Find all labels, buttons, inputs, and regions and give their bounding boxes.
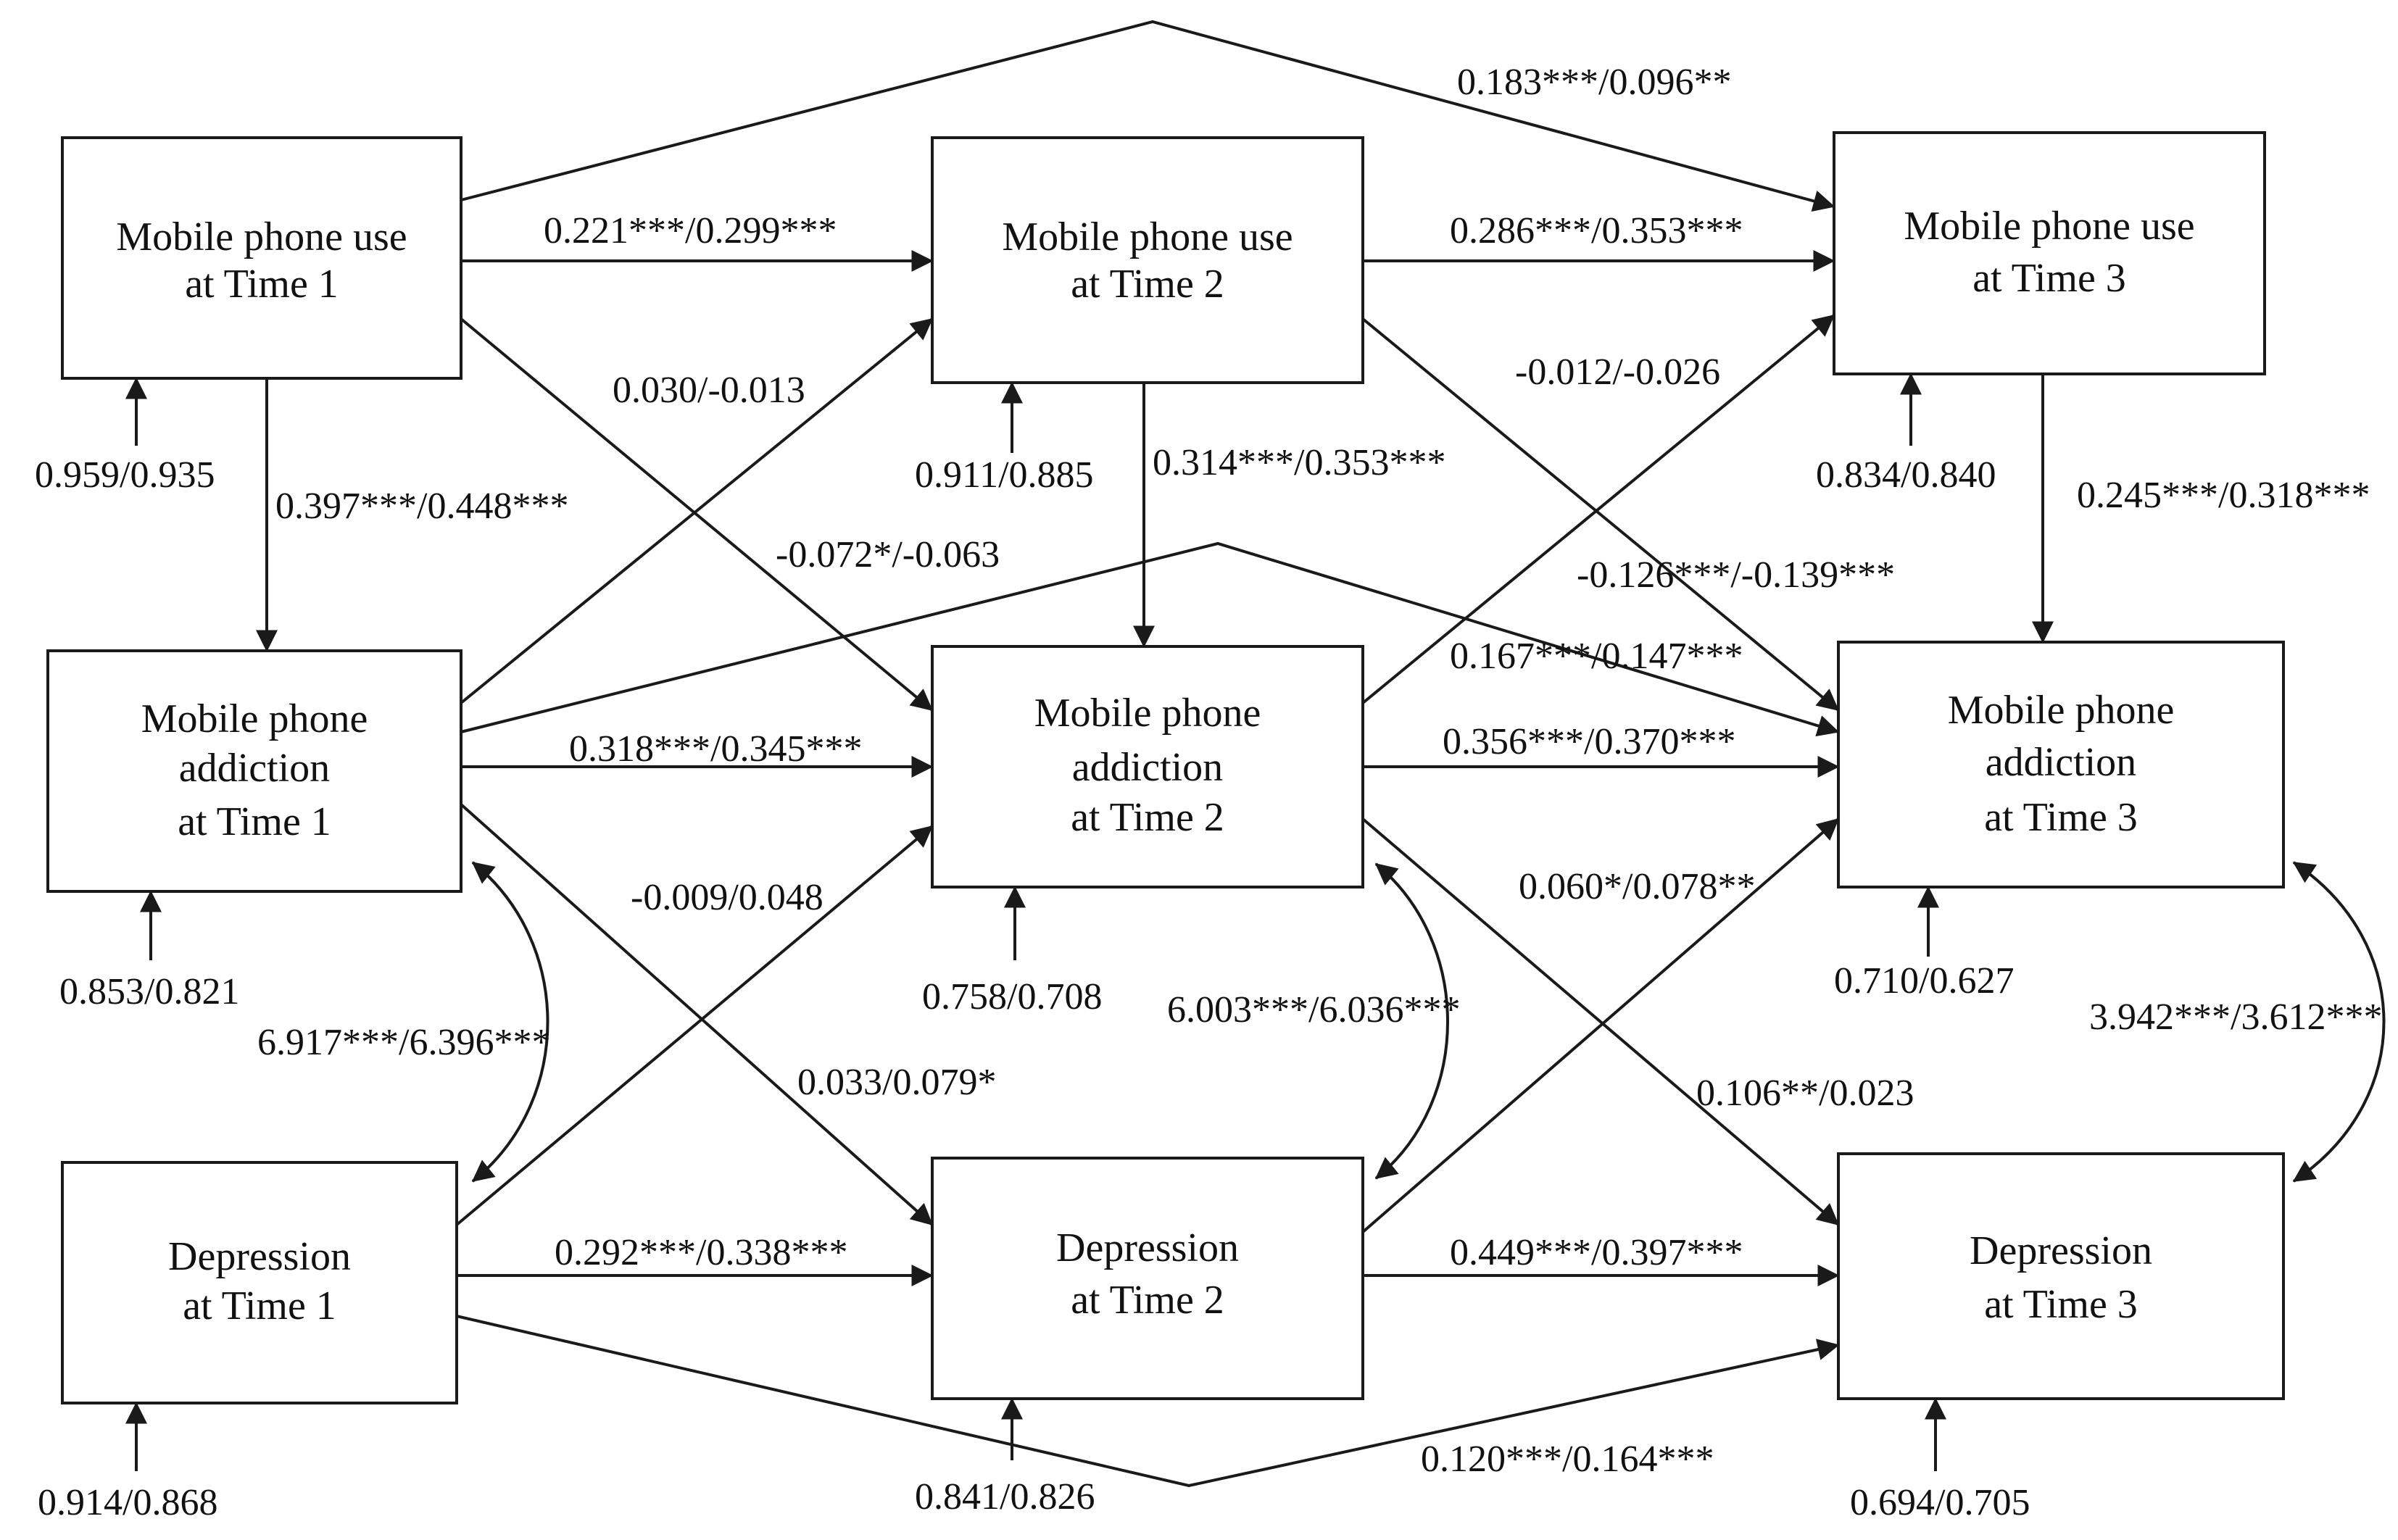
arrow-use1-add2 bbox=[460, 317, 934, 712]
residual-dep-t1: 0.914/0.868 bbox=[38, 1482, 217, 1523]
arrow-dep2-add3 bbox=[1361, 817, 1840, 1233]
label-use2-add2: 0.314***/0.353*** bbox=[1153, 442, 1445, 483]
node-use-t3: Mobile phone use at Time 3 bbox=[1833, 131, 2266, 375]
node-dep-t1-line2: at Time 1 bbox=[183, 1283, 336, 1328]
paths bbox=[125, 20, 2386, 1488]
residual-use-t2: 0.911/0.885 bbox=[915, 454, 1094, 496]
residual-labels: 0.959/0.935 0.911/0.885 0.834/0.840 0.85… bbox=[35, 454, 2030, 1523]
node-add-t1-line3: at Time 1 bbox=[178, 799, 331, 844]
label-add1-add3: 0.167***/0.147*** bbox=[1450, 636, 1743, 677]
node-dep-t3-line2: at Time 3 bbox=[1984, 1282, 2138, 1327]
node-use-t2-line2: at Time 2 bbox=[1071, 262, 1224, 307]
path-labels: 0.183***/0.096** 0.221***/0.299*** 0.286… bbox=[275, 62, 2370, 1480]
node-dep-t3-line1: Depression bbox=[1970, 1228, 2152, 1273]
covariance-t1 bbox=[471, 861, 549, 1183]
label-dep1-add2: -0.009/0.048 bbox=[631, 877, 823, 918]
node-dep-t3: Depression at Time 3 bbox=[1837, 1152, 2285, 1400]
arrow-add1-use2 bbox=[460, 317, 934, 704]
node-add-t1-line2: addiction bbox=[179, 746, 330, 791]
label-dep2-dep3: 0.449***/0.397*** bbox=[1450, 1232, 1743, 1273]
label-add2-use3: -0.126***/-0.139*** bbox=[1577, 554, 1895, 596]
arrow-add2-dep3 bbox=[1361, 817, 1840, 1226]
node-use-t3-line2: at Time 3 bbox=[1972, 256, 2126, 301]
node-add-t2: Mobile phone addiction at Time 2 bbox=[931, 645, 1364, 888]
arrow-add1-dep2 bbox=[460, 803, 934, 1226]
label-add2-add3: 0.356***/0.370*** bbox=[1443, 721, 1735, 762]
arrow-dep1-dep3 bbox=[456, 1315, 1840, 1488]
label-use2-use3: 0.286***/0.353*** bbox=[1450, 210, 1743, 251]
arrow-dep1-add2 bbox=[455, 825, 934, 1226]
arrow-add2-use3 bbox=[1361, 314, 1835, 704]
label-dep1-dep3: 0.120***/0.164*** bbox=[1421, 1439, 1714, 1480]
node-use-t2: Mobile phone use at Time 2 bbox=[931, 136, 1364, 384]
label-use1-add2: 0.030/-0.013 bbox=[613, 370, 805, 411]
residual-use-t3: 0.834/0.840 bbox=[1816, 454, 1996, 496]
node-dep-t2-line1: Depression bbox=[1056, 1225, 1239, 1270]
covariance-t3 bbox=[2292, 861, 2386, 1183]
label-use3-add3: 0.245***/0.318*** bbox=[2077, 475, 2370, 516]
residual-add-t3: 0.710/0.627 bbox=[1834, 960, 2014, 1002]
node-use-t2-line1: Mobile phone use bbox=[1002, 215, 1293, 259]
node-add-t2-line3: at Time 2 bbox=[1071, 795, 1224, 840]
node-use-t3-line1: Mobile phone use bbox=[1904, 204, 2194, 249]
node-add-t2-line1: Mobile phone bbox=[1034, 691, 1261, 736]
node-use-t1: Mobile phone use at Time 1 bbox=[61, 136, 462, 380]
residual-use-t1: 0.959/0.935 bbox=[35, 454, 215, 496]
node-add-t1: Mobile phone addiction at Time 1 bbox=[46, 649, 462, 893]
label-add1-add2: 0.318***/0.345*** bbox=[569, 728, 862, 770]
label-add1-use2: -0.072*/-0.063 bbox=[776, 534, 1000, 575]
node-add-t2-line2: addiction bbox=[1072, 745, 1223, 790]
label-use1-add1: 0.397***/0.448*** bbox=[275, 486, 568, 527]
residual-dep-t3: 0.694/0.705 bbox=[1850, 1482, 2030, 1523]
label-covariance-t1: 6.917***/6.396*** bbox=[257, 1022, 550, 1063]
node-dep-t2-line2: at Time 2 bbox=[1071, 1278, 1224, 1323]
node-add-t3: Mobile phone addiction at Time 3 bbox=[1837, 641, 2285, 888]
covariance-t2 bbox=[1374, 862, 1449, 1180]
arrow-use1-use3 bbox=[460, 20, 1835, 212]
arrow-use2-add3 bbox=[1361, 317, 1840, 712]
residual-add-t1: 0.853/0.821 bbox=[59, 971, 239, 1012]
node-dep-t1: Depression at Time 1 bbox=[61, 1161, 458, 1404]
residual-dep-t2: 0.841/0.826 bbox=[915, 1476, 1095, 1518]
arrow-add1-add3 bbox=[460, 541, 1840, 737]
node-use-t1-line2: at Time 1 bbox=[185, 262, 339, 307]
label-use1-use2: 0.221***/0.299*** bbox=[544, 210, 837, 251]
label-dep2-add3: 0.060*/0.078** bbox=[1519, 866, 1755, 907]
node-add-t3-line3: at Time 3 bbox=[1984, 795, 2138, 840]
covariance-labels: 6.917***/6.396*** 6.003***/6.036*** 3.94… bbox=[257, 989, 2382, 1063]
label-add1-dep2: 0.033/0.079* bbox=[797, 1062, 996, 1103]
node-add-t3-line1: Mobile phone bbox=[1948, 688, 2175, 733]
node-add-t3-line2: addiction bbox=[1986, 740, 2136, 785]
label-covariance-t2: 6.003***/6.036*** bbox=[1167, 989, 1460, 1031]
label-dep1-dep2: 0.292***/0.338*** bbox=[555, 1232, 847, 1273]
node-add-t1-line1: Mobile phone bbox=[141, 696, 368, 741]
residual-add-t2: 0.758/0.708 bbox=[922, 976, 1102, 1017]
label-covariance-t3: 3.942***/3.612*** bbox=[2089, 996, 2382, 1038]
label-add2-dep3: 0.106**/0.023 bbox=[1696, 1073, 1914, 1114]
node-dep-t1-line1: Depression bbox=[168, 1234, 351, 1279]
label-use2-add3: -0.012/-0.026 bbox=[1515, 351, 1720, 393]
node-dep-t2: Depression at Time 2 bbox=[931, 1157, 1364, 1400]
node-use-t1-line1: Mobile phone use bbox=[116, 215, 407, 259]
label-use1-use3: 0.183***/0.096** bbox=[1457, 62, 1731, 103]
